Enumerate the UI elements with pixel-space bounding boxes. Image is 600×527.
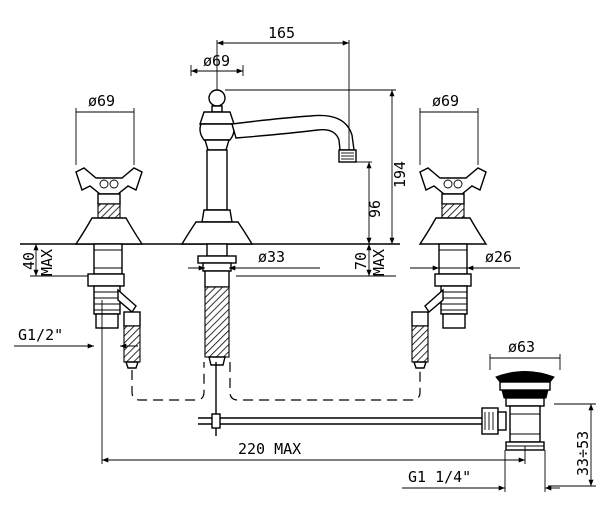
drain-thread-label: G1 1/4" <box>408 468 471 486</box>
total-height-label: 194 <box>391 161 409 188</box>
right-max-unit-label: MAX <box>370 249 388 276</box>
drain-diameter-label: ø63 <box>508 338 535 356</box>
max-span-label: 220 MAX <box>238 440 301 458</box>
side-hole-diameter-label: ø26 <box>485 248 512 266</box>
connecting-hoses <box>131 362 421 401</box>
spout-height-label: 96 <box>366 200 384 218</box>
spout-reach-label: 165 <box>268 24 295 42</box>
body-diameter-label: ø69 <box>203 52 230 70</box>
right-valve <box>411 167 488 369</box>
left-valve <box>74 167 144 369</box>
popup-drain <box>198 362 555 451</box>
left-max-value-label: 40 <box>20 252 38 270</box>
left-max-unit-label: MAX <box>38 249 56 276</box>
left-handle-diameter-label: ø69 <box>88 92 115 110</box>
drain-adjust-range-label: 33÷53 <box>574 431 592 476</box>
inlet-thread-label: G1/2" <box>18 326 63 344</box>
center-hole-diameter-label: ø33 <box>258 248 285 266</box>
center-spout-body <box>180 89 357 366</box>
right-handle-diameter-label: ø69 <box>432 92 459 110</box>
right-max-value-label: 70 <box>352 252 370 270</box>
dimension-lines <box>14 40 596 492</box>
